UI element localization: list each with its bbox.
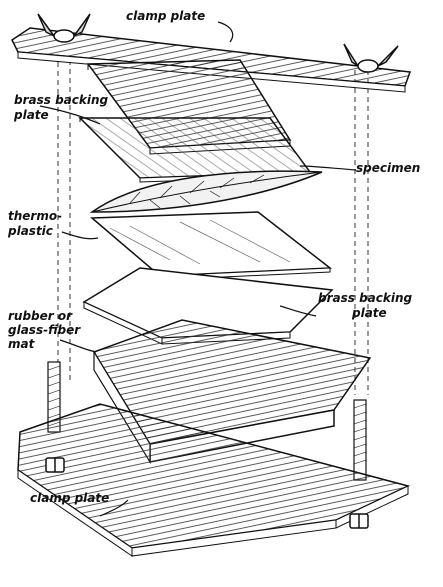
- alignment-lines: [57, 60, 369, 395]
- label-brass-backing-top: brass backing: [14, 93, 109, 107]
- label-mat-3: mat: [8, 337, 36, 351]
- thermoplastic-sheet: [90, 211, 333, 281]
- bolt-icon: [353, 399, 367, 481]
- wing-nut-icon: [343, 43, 399, 73]
- label-thermoplastic-2: plastic: [7, 224, 53, 238]
- label-mat-2: glass-fiber: [8, 323, 81, 337]
- label-specimen: specimen: [356, 161, 420, 175]
- wing-nut-icon: [37, 13, 91, 43]
- leader-lines: [39, 21, 357, 517]
- label-brass-backing-top-2: plate: [13, 108, 49, 122]
- clamp-plate-bottom: [17, 403, 411, 557]
- hex-nut-icon: [45, 457, 65, 473]
- label-mat: rubber or: [8, 309, 73, 323]
- label-clamp-plate-top: clamp plate: [126, 9, 205, 23]
- label-brass-backing-lower: brass backing: [318, 291, 413, 305]
- leaf-icon: [89, 170, 323, 213]
- label-brass-backing-lower-2: plate: [351, 306, 387, 320]
- label-thermoplastic: thermo-: [8, 209, 62, 223]
- label-clamp-plate-bottom: clamp plate: [30, 491, 109, 505]
- hex-nut-icon: [349, 513, 369, 529]
